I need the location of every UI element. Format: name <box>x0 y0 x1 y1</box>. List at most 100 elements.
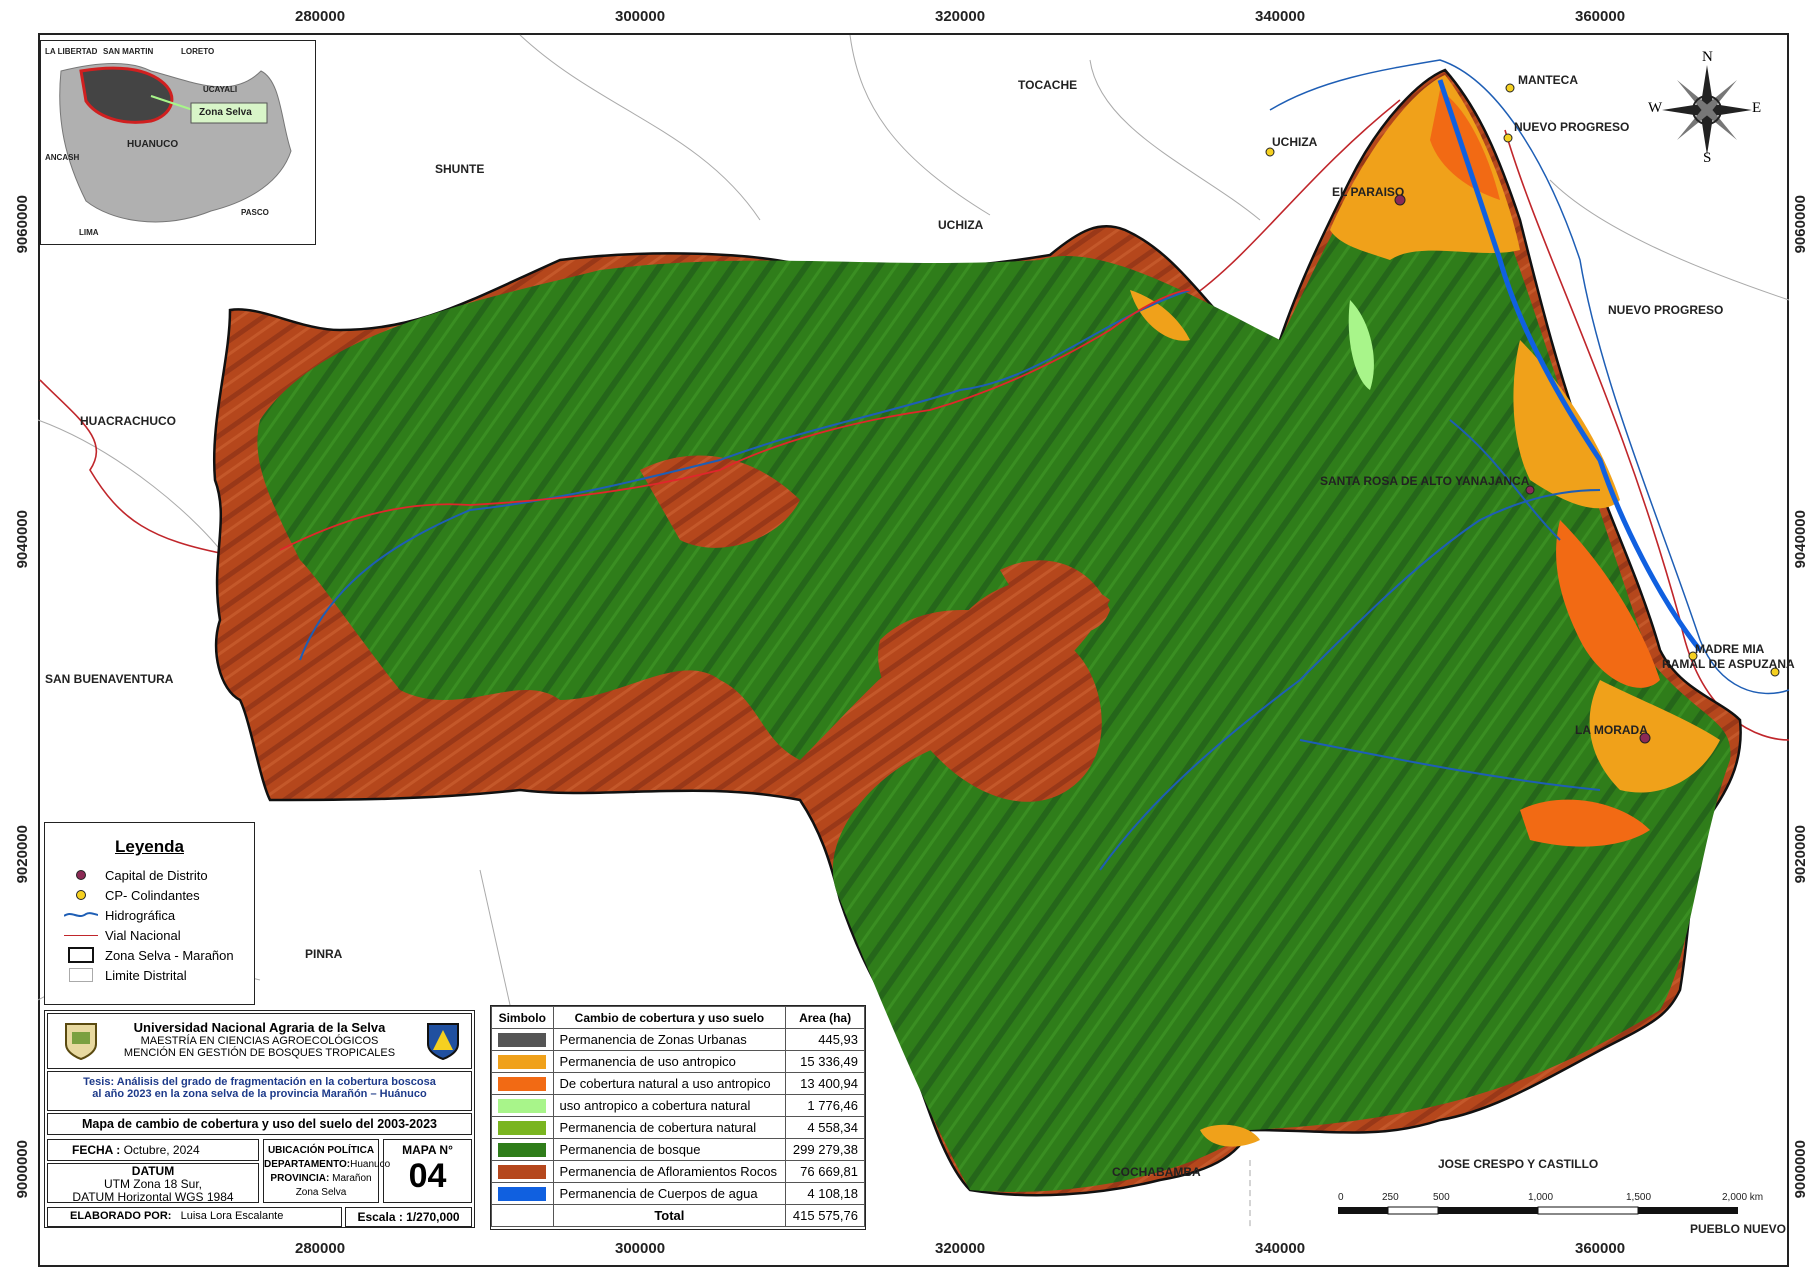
date-value: Octubre, 2024 <box>123 1143 200 1157</box>
inset-label: ANCASH <box>45 153 80 162</box>
author-label: ELABORADO POR: <box>70 1210 172 1222</box>
place-label: MANTECA <box>1518 73 1578 87</box>
swatch <box>498 1098 547 1113</box>
place-label: TOCACHE <box>1018 78 1078 92</box>
table-header: Simbolo <box>491 1006 554 1029</box>
capital-marker <box>1525 485 1535 495</box>
table-header: Area (ha) <box>785 1006 865 1029</box>
tick-label: 360000 <box>1575 1240 1626 1257</box>
tick-label: 280000 <box>295 1240 346 1257</box>
legend-panel: Leyenda Capital de Distrito CP- Colindan… <box>44 822 255 1005</box>
legend-item: Hidrográfica <box>63 905 254 925</box>
compass-e: E <box>1752 100 1762 116</box>
inset-label: PASCO <box>241 208 269 217</box>
date-label: FECHA : <box>72 1143 121 1157</box>
compass-rose: N S E W <box>1648 49 1762 166</box>
scale-label: 0 <box>1338 1192 1344 1203</box>
row-area: 445,93 <box>785 1028 865 1051</box>
faculty-logo-icon <box>427 1023 459 1060</box>
swatch <box>498 1142 547 1157</box>
compass-n: N <box>1702 49 1713 65</box>
coverage-table: Simbolo Cambio de cobertura y uso suelo … <box>491 1006 865 1227</box>
total-label: Total <box>552 1204 787 1227</box>
author-value: Luisa Lora Escalante <box>180 1210 284 1222</box>
row-label: Permanencia de bosque <box>552 1138 787 1161</box>
compass-icon <box>1662 65 1752 155</box>
thesis-line: Tesis: Análisis del grado de fragmentaci… <box>83 1076 436 1088</box>
datum-title: DATUM <box>131 1164 175 1178</box>
legend-label: Vial Nacional <box>105 927 181 943</box>
inset-map: LA LIBERTAD SAN MARTIN LORETO UCAYALI Zo… <box>40 40 316 245</box>
political-title: UBICACIÓN POLÍTICA <box>267 1145 375 1156</box>
scale-label: 250 <box>1382 1192 1399 1203</box>
tick-label: 340000 <box>1255 1240 1306 1257</box>
map-number-box: MAPA N° 04 <box>383 1139 472 1203</box>
tick-label: 320000 <box>935 8 986 25</box>
row-label: De cobertura natural a uso antropico <box>552 1072 787 1095</box>
place-label: JOSE CRESPO Y CASTILLO <box>1438 1157 1599 1171</box>
anthropic-use <box>1130 75 1720 1147</box>
swatch <box>498 1032 547 1047</box>
prov-label: PROVINCIA: <box>270 1173 330 1184</box>
scale-label: 2,000 km <box>1722 1192 1764 1203</box>
place-label: MADRE MIA <box>1695 642 1765 656</box>
map-number-label: MAPA N° <box>402 1143 453 1157</box>
legend-label: Hidrográfica <box>105 907 176 923</box>
inset-label: UCAYALI <box>203 85 238 94</box>
legend-item: CP- Colindantes <box>63 885 254 905</box>
legend-item: Zona Selva - Marañon <box>63 945 254 965</box>
table-total-row: Total 415 575,76 <box>491 1204 865 1227</box>
scale-text: Escala : 1/270,000 <box>345 1207 472 1227</box>
row-label: uso antropico a cobertura natural <box>552 1094 787 1117</box>
legend-label: CP- Colindantes <box>105 887 200 903</box>
political-box: UBICACIÓN POLÍTICA DEPARTAMENTO:Huanuco … <box>263 1139 390 1203</box>
row-area: 4 558,34 <box>785 1116 865 1139</box>
inset-label: HUANUCO <box>127 139 179 150</box>
national-roads-inner <box>279 289 1191 551</box>
inset-label: LIMA <box>79 228 99 237</box>
rivers <box>299 79 1702 871</box>
cp-icon <box>76 890 86 900</box>
author-box: ELABORADO POR: Luisa Lora Escalante <box>47 1207 342 1227</box>
thesis-box: Tesis: Análisis del grado de fragmentaci… <box>47 1071 472 1111</box>
inset-label: LORETO <box>181 47 215 56</box>
place-label: SAN BUENAVENTURA <box>45 672 174 686</box>
coverage-table-panel: Simbolo Cambio de cobertura y uso suelo … <box>490 1005 866 1230</box>
table-row: Permanencia de Afloramientos Rocos 76 66… <box>491 1160 865 1183</box>
datum-line: UTM Zona 18 Sur, <box>103 1177 203 1191</box>
tick-label: 320000 <box>935 1240 986 1257</box>
scale-label: 1,500 <box>1626 1192 1652 1203</box>
datum-box: DATUM UTM Zona 18 Sur, DATUM Horizontal … <box>47 1163 259 1204</box>
tick-label: 280000 <box>295 8 346 25</box>
compass-w: W <box>1648 100 1663 116</box>
row-area: 4 108,18 <box>785 1182 865 1205</box>
legend-item: Limite Distrital <box>63 965 254 985</box>
total-area: 415 575,76 <box>785 1204 865 1227</box>
table-row: Permanencia de bosque 299 279,38 <box>491 1138 865 1161</box>
inset-label: LA LIBERTAD <box>45 47 98 56</box>
row-area: 15 336,49 <box>785 1050 865 1073</box>
swatch <box>498 1186 547 1201</box>
dept-label: DEPARTAMENTO: <box>264 1159 351 1170</box>
place-label: UCHIZA <box>938 218 984 232</box>
date-box: FECHA : Octubre, 2024 <box>47 1139 259 1161</box>
row-label: Permanencia de uso antropico <box>552 1050 787 1073</box>
map-number: 04 <box>408 1157 447 1195</box>
legend-label: Limite Distrital <box>105 967 187 983</box>
tick-label: 300000 <box>615 8 666 25</box>
inset-label: SAN MARTIN <box>103 47 154 56</box>
place-label: UCHIZA <box>1272 135 1318 149</box>
swatch <box>498 1164 547 1179</box>
specialty-line: MENCIÓN EN GESTIÓN DE BOSQUES TROPICALES <box>123 1047 396 1059</box>
legend-label: Zona Selva - Marañon <box>105 947 234 963</box>
title-block: Universidad Nacional Agraria de la Selva… <box>44 1010 475 1228</box>
river-icon <box>64 912 98 917</box>
prov-value: Marañon <box>332 1173 372 1184</box>
row-label: Permanencia de Cuerpos de agua <box>552 1182 787 1205</box>
tick-label: 360000 <box>1575 8 1626 25</box>
table-row: Permanencia de Zonas Urbanas 445,93 <box>491 1028 865 1051</box>
scale-label: 500 <box>1433 1192 1450 1203</box>
row-label: Permanencia de cobertura natural <box>552 1116 787 1139</box>
zone-icon <box>68 947 94 963</box>
